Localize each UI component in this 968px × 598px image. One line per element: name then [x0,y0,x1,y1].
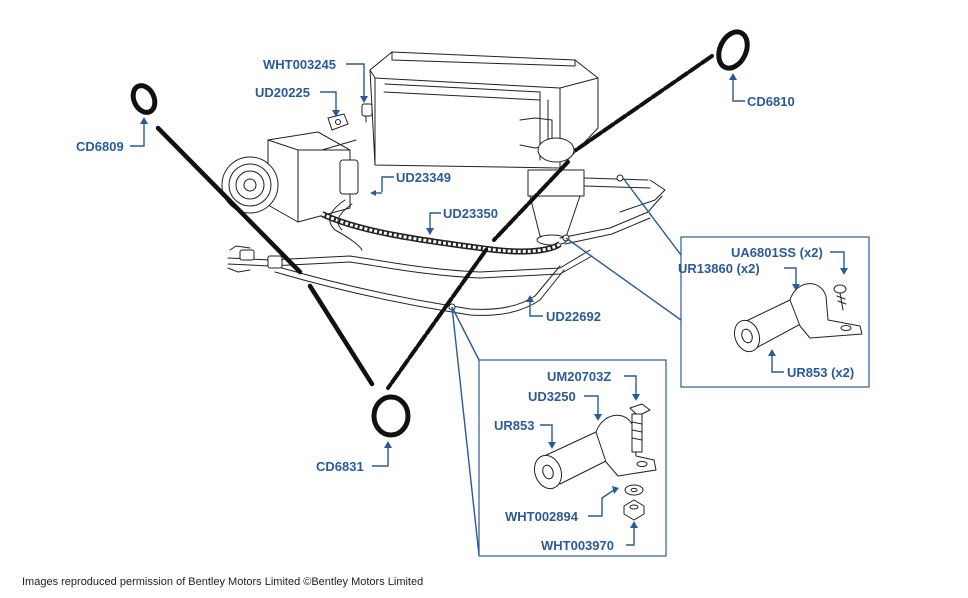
heater-box [369,51,599,169]
label-wht003245: WHT003245 [263,57,336,72]
label-ur853-x2: UR853 (x2) [787,365,854,380]
label-ur13860: UR13860 (x2) [678,261,760,276]
o-ring-cd6810 [716,29,750,71]
o-ring-cd6809 [130,83,158,115]
copyright-footer: Images reproduced permission of Bentley … [22,576,424,588]
detail-box-clip-ur853 [451,306,667,557]
label-cd6831: CD6831 [316,459,364,474]
label-wht003970: WHT003970 [541,538,614,553]
clip-ur13860-illustration [733,283,863,353]
part-labels: WHT003245 UD20225 CD6809 UD23349 UD23350… [76,57,854,553]
label-ud3250: UD3250 [528,389,576,404]
main-assembly-illustration [130,29,750,438]
o-ring-cd6831 [371,394,411,438]
receiver-column [527,137,666,246]
label-cd6810: CD6810 [747,94,795,109]
label-cd6809: CD6809 [76,139,124,154]
belts-and-seals [130,29,750,438]
label-ud23349: UD23349 [396,170,451,185]
bracket-ud20225 [327,103,373,131]
detail-box-clip-ur13860 [565,177,870,388]
clip-ur853-illustration [533,403,657,521]
label-ua6801ss: UA6801SS (x2) [731,245,823,260]
pipework [227,174,663,316]
label-um20703z: UM20703Z [547,369,611,384]
compressor [221,131,359,223]
label-ud22692: UD22692 [546,309,601,324]
callout-leaders [130,63,848,546]
label-ud20225: UD20225 [255,85,310,100]
label-ud23350: UD23350 [443,206,498,221]
label-ur853: UR853 [494,418,534,433]
label-wht002894: WHT002894 [505,509,579,524]
